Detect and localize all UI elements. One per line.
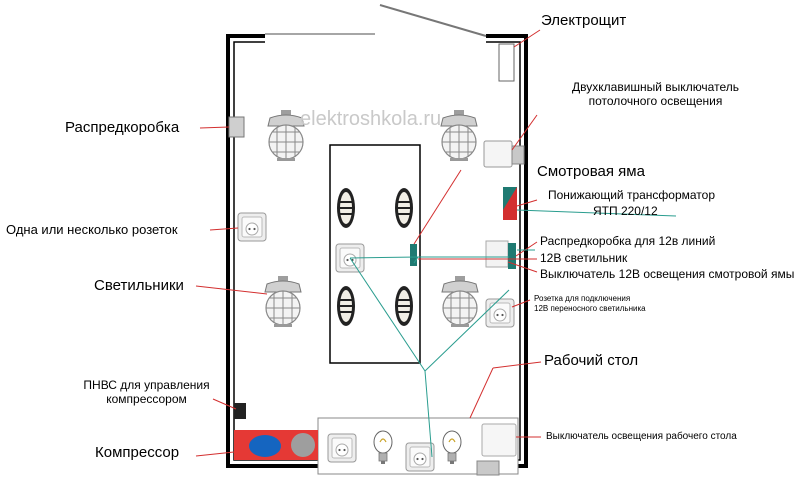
label-junction-12v: Распредкоробка для 12в линий	[540, 234, 716, 248]
label-switch-12v: Выключатель 12В освещения смотровой ямы	[540, 267, 795, 281]
ceiling-lamp-icon	[440, 109, 478, 162]
label-pnvs-line1: ПНВС для управления	[83, 378, 210, 392]
bench-switch-icon	[481, 423, 517, 457]
label-pit: Смотровая яма	[537, 163, 645, 180]
bulkhead-lamp-icon	[336, 187, 356, 229]
compressor-icon	[234, 430, 318, 460]
label-double-switch-line1: Двухклавишный выключатель	[572, 80, 739, 94]
label-transformer-line1: Понижающий трансформатор	[548, 188, 716, 202]
socket-icon	[485, 298, 515, 328]
label-socket-12v: Розетка для подключения 12В переносного …	[534, 294, 646, 314]
label-lamps: Светильники	[94, 277, 184, 294]
bulkhead-lamp-icon	[336, 285, 356, 327]
label-bench-switch: Выключатель освещения рабочего стола	[546, 431, 737, 442]
switch-12v-icon	[485, 240, 509, 268]
label-pnvs-line2: компрессором	[106, 392, 187, 406]
label-double-switch-line2: потолочного освещения	[588, 94, 723, 108]
label-pnvs: ПНВС для управления компрессором	[74, 378, 219, 406]
teal-leaders	[516, 209, 677, 251]
label-transformer-line2: ЯТП 220/12	[593, 204, 658, 218]
cables-12v	[349, 256, 510, 458]
label-socket-12v-line2: 12В переносного светильника	[534, 304, 646, 313]
label-leaders	[195, 29, 542, 457]
garage-walls	[226, 34, 528, 468]
bulkhead-lamp-icon	[394, 285, 414, 327]
pit-12v-box-icon	[410, 244, 417, 266]
label-lamp-12v: 12В светильник	[540, 251, 628, 265]
ceiling-lamp-icon	[267, 109, 305, 162]
switch-icon	[483, 140, 513, 168]
ceiling-lamp-icon	[441, 275, 479, 328]
label-compressor: Компрессор	[95, 444, 180, 461]
watermark: elektroshkola.ru	[300, 108, 442, 130]
electrical-panel	[498, 43, 515, 82]
pnvs-switch-icon	[234, 403, 246, 419]
label-panel: Электрощит	[541, 12, 627, 29]
junction-box-icon	[228, 116, 245, 138]
label-double-switch: Двухклавишный выключатель потолочного ос…	[538, 80, 773, 108]
label-workbench: Рабочий стол	[544, 352, 639, 369]
gate-right	[379, 4, 487, 37]
transformer-icon	[503, 187, 517, 220]
socket-icon	[405, 442, 435, 472]
socket-icon	[237, 212, 267, 242]
label-sockets: Одна или несколько розеток	[6, 222, 178, 237]
ceiling-lamp-icon	[264, 275, 302, 328]
label-socket-12v-line1: Розетка для подключения	[534, 294, 631, 303]
bulkhead-lamp-icon	[394, 187, 414, 229]
label-junction-box: Распредкоробка	[65, 119, 180, 136]
junction-box-12v-icon	[508, 243, 516, 269]
inspection-pit	[329, 144, 421, 364]
socket-icon	[327, 433, 357, 463]
